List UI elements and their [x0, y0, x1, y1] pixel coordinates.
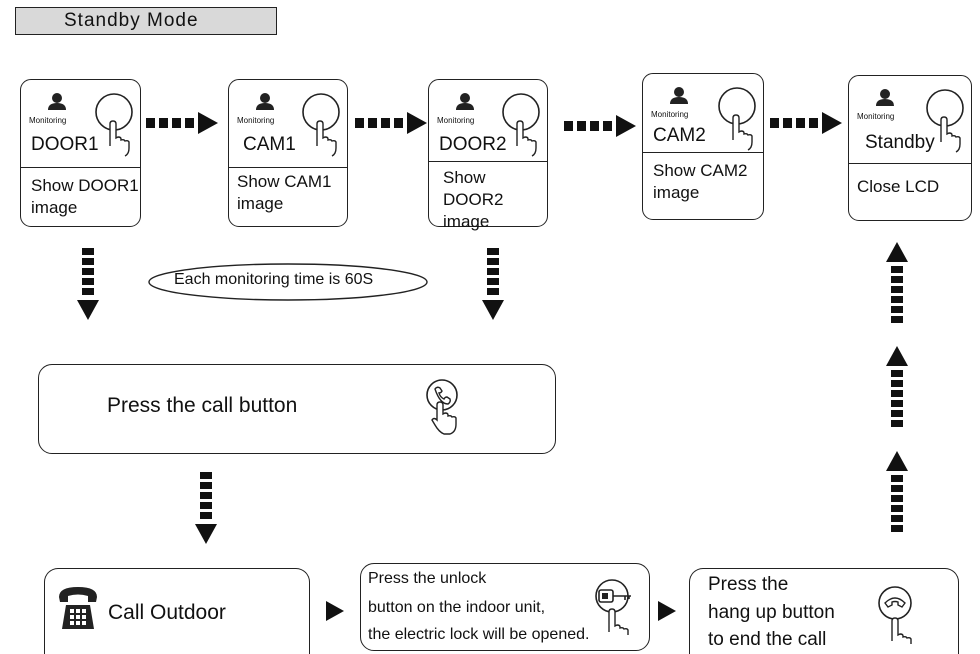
- person-icon: [876, 89, 894, 106]
- person-icon: [456, 93, 474, 110]
- call-outdoor-panel: Call Outdoor: [44, 568, 310, 654]
- dashed-arrow-icon: [770, 112, 842, 134]
- unlock-line-1: Press the unlock: [368, 570, 487, 587]
- step-description: Close LCD: [857, 177, 940, 196]
- device-label: DOOR1: [31, 134, 99, 155]
- arrow-icon: [658, 601, 676, 621]
- unlock-panel: Press the unlock button on the indoor un…: [360, 563, 650, 651]
- call-button-icon: [426, 379, 458, 435]
- step-divider: [229, 167, 347, 168]
- dashed-arrow-icon: [482, 248, 504, 320]
- dashed-arrow-icon: [195, 472, 217, 544]
- person-icon: [256, 93, 274, 110]
- monitoring-label: Monitoring: [437, 116, 475, 125]
- note-ellipse: [148, 263, 428, 301]
- hang-up-panel: Press the hang up button to end the call: [689, 568, 959, 654]
- person-icon: [670, 87, 688, 104]
- step-description: Show DOOR1 image: [31, 176, 139, 217]
- step-divider: [643, 152, 763, 153]
- touch-hand-icon: [95, 93, 133, 157]
- touch-hand-icon: [302, 93, 340, 157]
- step-description: Show CAM2 image: [653, 161, 748, 202]
- dashed-arrow-icon: [886, 242, 908, 323]
- hangup-line-2: hang up button: [708, 602, 835, 623]
- arrow-icon: [326, 601, 344, 621]
- monitoring-label: Monitoring: [29, 116, 67, 125]
- dashed-arrow-icon: [146, 112, 218, 134]
- step-divider: [21, 167, 140, 168]
- step-divider: [849, 163, 971, 164]
- hang-up-icon: [878, 586, 912, 644]
- unlock-line-2: button on the indoor unit,: [368, 599, 546, 616]
- device-label: DOOR2: [439, 134, 507, 155]
- monitoring-label: Monitoring: [857, 112, 895, 121]
- step-description: Show DOOR2 image: [443, 168, 504, 231]
- hangup-line-3: to end the call: [708, 629, 827, 650]
- press-call-button-panel: Press the call button: [38, 364, 556, 454]
- hangup-line-1: Press the: [708, 574, 789, 595]
- dashed-arrow-icon: [564, 115, 636, 137]
- step-divider: [429, 161, 547, 162]
- person-icon: [48, 93, 66, 110]
- dashed-arrow-icon: [886, 346, 908, 427]
- dashed-arrow-icon: [77, 248, 99, 320]
- dashed-arrow-icon: [886, 451, 908, 532]
- page-title: Standby Mode: [15, 7, 277, 35]
- touch-hand-icon: [718, 87, 756, 151]
- step-description: Show CAM1 image: [237, 172, 332, 213]
- key-icon: [595, 579, 631, 635]
- device-label: CAM2: [653, 125, 706, 146]
- dashed-arrow-icon: [355, 112, 427, 134]
- monitoring-label: Monitoring: [651, 110, 689, 119]
- telephone-icon: [59, 587, 97, 629]
- unlock-line-3: the electric lock will be opened.: [368, 626, 590, 643]
- device-label: Standby: [865, 132, 935, 153]
- touch-hand-icon: [926, 89, 964, 153]
- note-text: Each monitoring time is 60S: [174, 271, 374, 288]
- press-call-text: Press the call button: [107, 394, 298, 417]
- monitoring-label: Monitoring: [237, 116, 275, 125]
- monitoring-time-note: Each monitoring time is 60S: [148, 263, 428, 301]
- touch-hand-icon: [502, 93, 540, 157]
- device-label: CAM1: [243, 134, 296, 155]
- call-outdoor-text: Call Outdoor: [108, 601, 226, 624]
